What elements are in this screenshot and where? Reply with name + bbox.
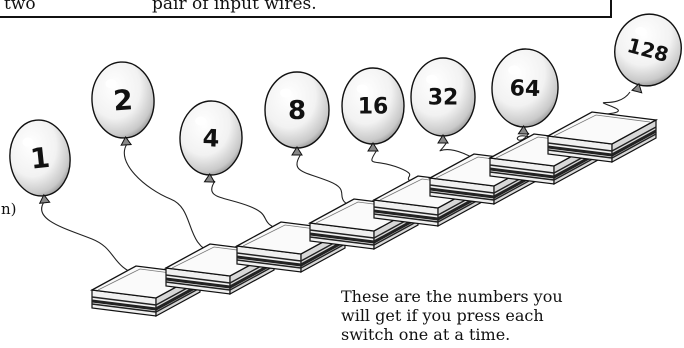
textbox-left-text: two — [4, 0, 36, 14]
balloon-label-2: 2 — [112, 83, 134, 117]
side-label: n) — [1, 200, 17, 218]
balloon-label-5: 16 — [358, 95, 389, 120]
balloon-6: 32 — [410, 57, 476, 144]
balloon-4: 8 — [264, 71, 330, 156]
balloon-string-4 — [296, 153, 359, 210]
textbox-right-text: pair of input wires. — [152, 0, 317, 14]
balloon-8: 128 — [614, 13, 682, 94]
balloon-string-3 — [211, 180, 286, 233]
caption-line-3: switch one at a time. — [341, 325, 511, 344]
balloon-string-1 — [41, 201, 141, 277]
balloon-7: 64 — [491, 48, 559, 135]
balloon-label-1: 1 — [29, 141, 52, 176]
text-box — [0, 0, 612, 18]
balloon-2: 2 — [91, 61, 155, 146]
balloon-label-6: 32 — [428, 86, 459, 111]
caption-line-1: These are the numbers you — [341, 287, 563, 306]
switch-3 — [234, 221, 348, 274]
switch-6 — [427, 153, 541, 206]
balloon-label-7: 64 — [509, 76, 540, 102]
switch-8 — [545, 111, 659, 164]
caption: These are the numbers you will get if yo… — [341, 287, 671, 344]
balloon-string-2 — [123, 143, 215, 255]
balloon-label-4: 8 — [288, 96, 306, 126]
caption-line-2: will get if you press each — [341, 306, 544, 325]
balloon-3: 4 — [179, 100, 243, 183]
balloon-5: 16 — [341, 67, 405, 152]
balloon-label-3: 4 — [202, 124, 220, 153]
balloon-1: 1 — [9, 119, 71, 204]
